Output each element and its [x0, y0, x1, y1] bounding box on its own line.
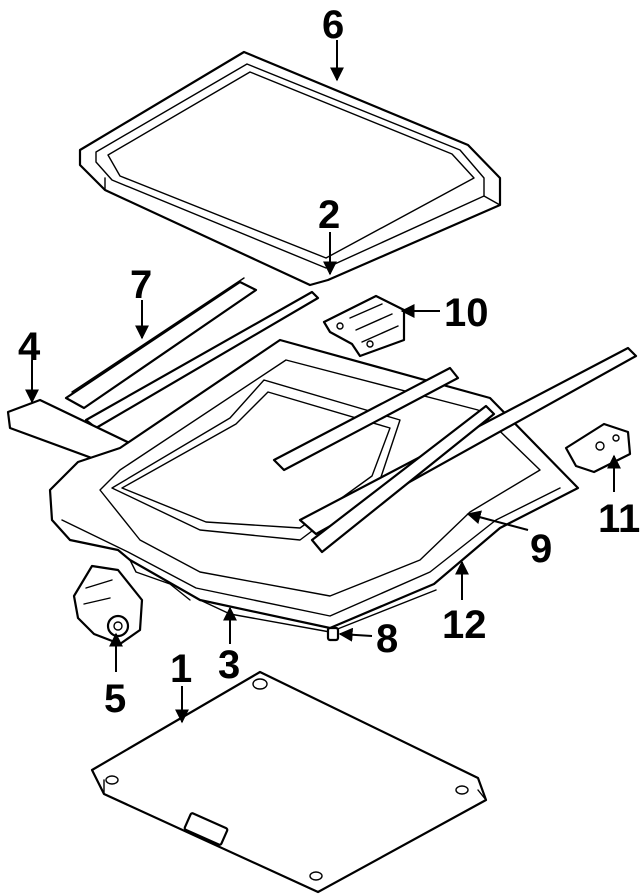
- leader-9: [466, 510, 529, 531]
- headliner-panel-part[interactable]: [90, 670, 488, 894]
- callout-12: 12: [442, 603, 487, 647]
- callout-10: 10: [444, 291, 489, 335]
- bracket-part-11[interactable]: [564, 422, 632, 474]
- guide-rail-part[interactable]: [64, 277, 320, 430]
- callout-3: 3: [218, 643, 240, 687]
- callout-11: 11: [598, 497, 640, 541]
- drain-fitting-part[interactable]: [326, 626, 340, 642]
- motor-part[interactable]: [72, 564, 144, 646]
- callout-9: 9: [530, 527, 552, 571]
- leader-8: [338, 627, 373, 642]
- callout-2: 2: [318, 193, 340, 237]
- glass-panel-part[interactable]: [78, 50, 502, 287]
- leader-lines: [25, 40, 621, 724]
- right-rail-part[interactable]: [272, 346, 638, 554]
- callout-6: 6: [322, 3, 344, 47]
- bracket-part-10[interactable]: [322, 294, 406, 358]
- callout-8: 8: [376, 617, 398, 661]
- callout-labels: 6 2 7 4 10 11 9 12 8 3 5 1: [18, 3, 640, 721]
- callout-1: 1: [170, 647, 192, 691]
- callout-4: 4: [18, 325, 41, 369]
- callout-5: 5: [104, 677, 126, 721]
- callout-7: 7: [130, 263, 152, 307]
